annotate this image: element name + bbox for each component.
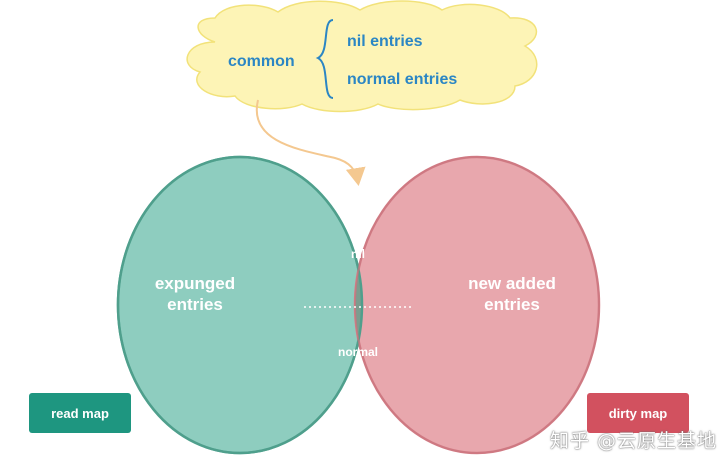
overlap-normal-label: normal bbox=[338, 345, 378, 359]
cloud-item-nil-entries: nil entries bbox=[347, 33, 423, 50]
read-map-circle-outline bbox=[116, 155, 364, 455]
right-label-line-2: entries bbox=[484, 295, 540, 314]
dirty-map-legend: dirty map bbox=[587, 393, 689, 433]
cloud-callout: common nil entries normal entries bbox=[186, 0, 538, 113]
left-label-line-2: entries bbox=[167, 295, 223, 314]
overlap-nil-label: nil bbox=[351, 247, 365, 261]
watermark: 知乎 @云原生基地 bbox=[549, 430, 717, 452]
read-map-legend: read map bbox=[29, 393, 131, 433]
dirty-map-circle bbox=[353, 155, 601, 455]
dirty-map-circle-outline bbox=[354, 156, 600, 454]
left-label-line-1: expunged bbox=[155, 274, 235, 293]
common-label: common bbox=[228, 53, 295, 70]
callout-arrow bbox=[255, 99, 366, 186]
cloud-shape bbox=[186, 0, 538, 113]
curly-brace-icon bbox=[315, 19, 334, 99]
read-map-circle bbox=[116, 155, 364, 455]
cloud-item-normal-entries: normal entries bbox=[347, 71, 457, 88]
right-label-line-1: new added bbox=[468, 274, 556, 293]
